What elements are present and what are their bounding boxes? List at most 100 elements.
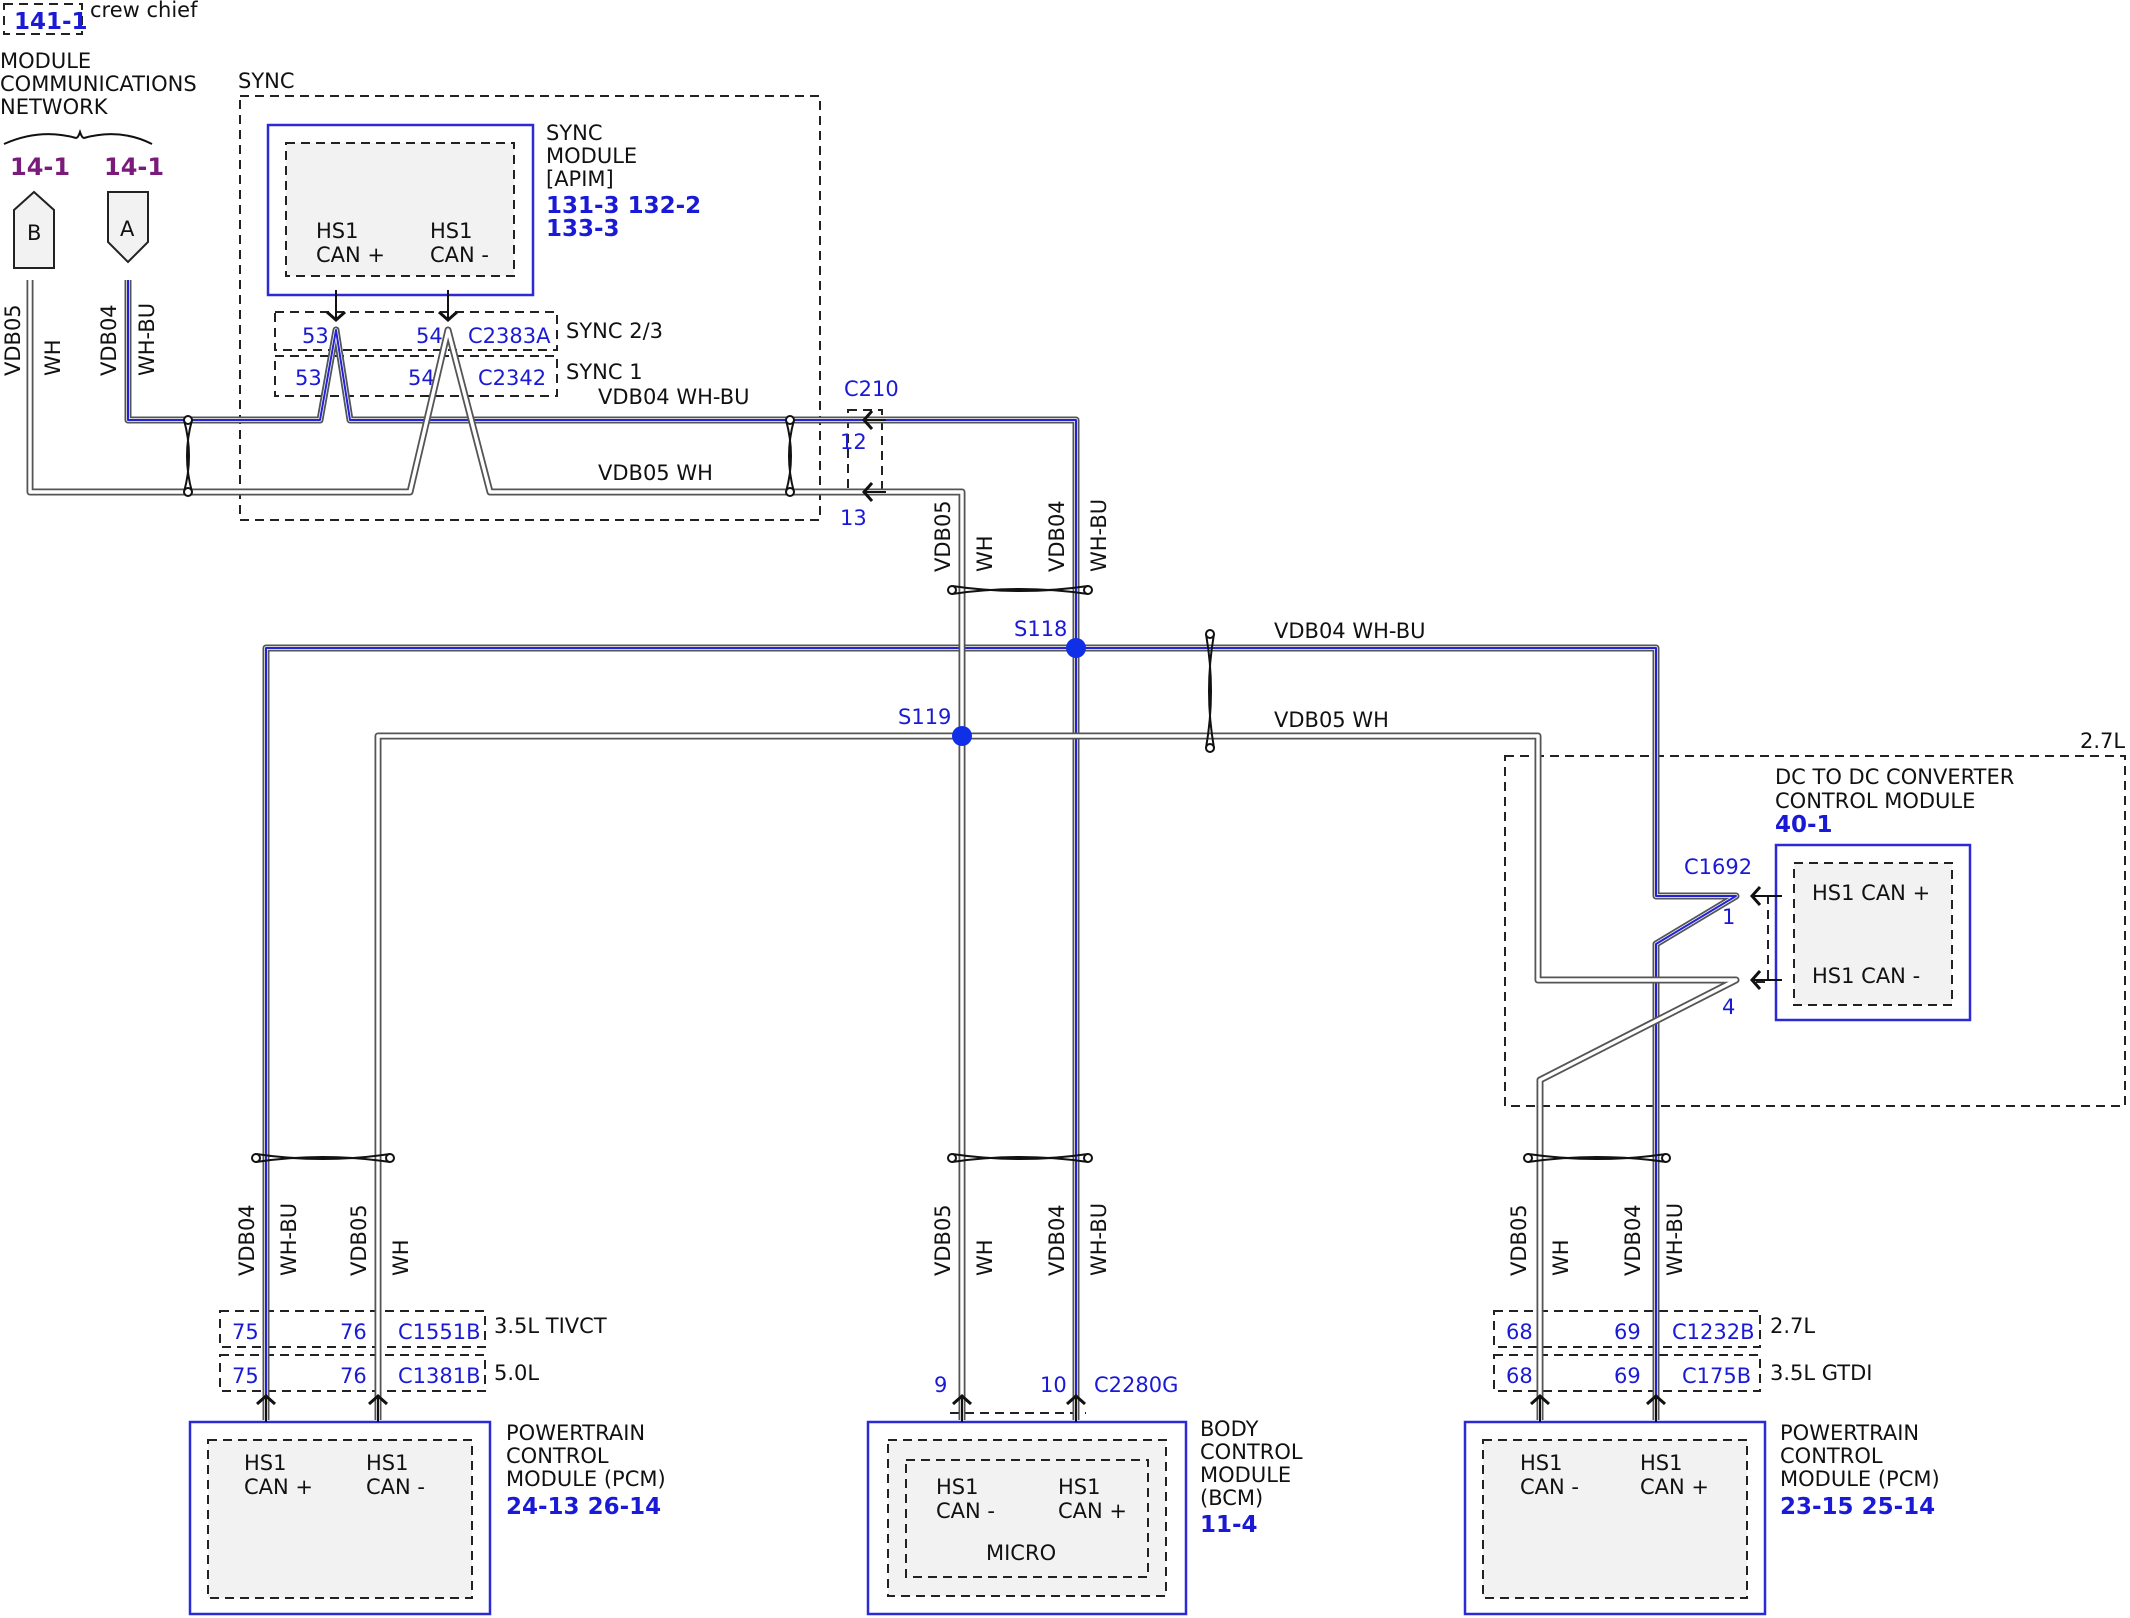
sync-module-title-3: [APIM] (546, 167, 614, 191)
pcm-right-pin2-can: CAN + (1640, 1475, 1709, 1499)
connector-c175b-id[interactable]: C175B (1682, 1364, 1751, 1388)
connector-c2383a-label: SYNC 2/3 (566, 319, 663, 343)
twist-end-a-1 (785, 415, 795, 425)
network-brace (3, 128, 153, 145)
twist-mark-5 (951, 1153, 1089, 1163)
vlabel-wh-mid: WH (973, 535, 997, 572)
connector-c2383a-pin1: 53 (302, 324, 329, 348)
page-ref-box (3, 3, 83, 35)
connector-c1692-pin1: 1 (1722, 905, 1735, 929)
pcm-right-title-2: CONTROL (1780, 1444, 1883, 1468)
sync-pin2-can: CAN - (430, 243, 489, 267)
twist-mark-3 (1205, 633, 1215, 749)
splice-s119-label[interactable]: S119 (898, 705, 951, 729)
vlabel-vdb05-mid: VDB05 (931, 500, 955, 572)
wire-vdb05-left-core (376, 734, 962, 1420)
bcm-pin2-hs1: HS1 (1058, 1475, 1100, 1499)
pcm-right-title-1: POWERTRAIN (1780, 1421, 1919, 1445)
connector-c1692-id[interactable]: C1692 (1684, 855, 1752, 879)
bcm-title-1: BODY (1200, 1417, 1259, 1441)
vlabel-whbu-bcm: WH-BU (1087, 1203, 1111, 1276)
sync-module-ref-2[interactable]: 133-3 (546, 216, 620, 242)
dcdc-title-2: CONTROL MODULE (1775, 789, 1975, 813)
wire-layer (26, 280, 1740, 1420)
connector-c2280g-id[interactable]: C2280G (1094, 1373, 1178, 1397)
twist-end-a-4 (251, 1153, 261, 1163)
twist-mark-4 (255, 1153, 391, 1163)
twist-end-b-3 (1205, 743, 1215, 753)
connector-c210-box (847, 409, 883, 491)
sync-module-title-2: MODULE (546, 144, 637, 168)
bcm-pin1-can: CAN - (936, 1499, 995, 1523)
vlabel-wh-left: WH (389, 1239, 413, 1276)
wire-vdb05-trunk (26, 280, 966, 1420)
connector-c1551b-pin2: 76 (340, 1320, 367, 1344)
network-ref-a[interactable]: 14-1 (104, 153, 164, 181)
connector-a-icon[interactable] (107, 191, 149, 264)
splice-s118-label[interactable]: S118 (1014, 617, 1067, 641)
connector-b-icon[interactable] (13, 190, 55, 269)
connector-c1692-box (1752, 895, 1769, 983)
sync-pin1-hs1: HS1 (316, 219, 358, 243)
connector-c2383a-id[interactable]: C2383A (468, 324, 551, 348)
dcdc-can-plus: HS1 CAN + (1812, 881, 1930, 905)
page-ref-code[interactable]: 141-1 (14, 9, 88, 35)
sync-group-box (239, 95, 821, 521)
connector-c210-id[interactable]: C210 (844, 377, 899, 401)
twist-end-a-3 (1205, 629, 1215, 639)
vlabel-whbu-mid: WH-BU (1087, 499, 1111, 572)
vlabel-vdb04-left: VDB04 (235, 1204, 259, 1276)
sync-pin1-can: CAN + (316, 243, 385, 267)
connector-c2280g-pin10: 10 (1040, 1373, 1067, 1397)
connector-c2342-pin1: 53 (295, 366, 322, 390)
connector-c2383a-pin2: 54 (416, 324, 443, 348)
connector-a-label: A (120, 217, 135, 241)
connector-c1232b-box (1493, 1310, 1761, 1348)
twist-end-a-2 (947, 585, 957, 595)
connector-c1381b-id[interactable]: C1381B (398, 1364, 481, 1388)
connector-c1232b-id[interactable]: C1232B (1672, 1320, 1755, 1344)
connector-c2342-id[interactable]: C2342 (478, 366, 546, 390)
connector-c210-pin13: 13 (840, 506, 867, 530)
twist-end-a-5 (947, 1153, 957, 1163)
connector-c175b-pin1: 68 (1506, 1364, 1533, 1388)
pcm-left-pin2-can: CAN - (366, 1475, 425, 1499)
network-title-2: COMMUNICATIONS (0, 72, 197, 96)
connector-c1381b-label: 5.0L (494, 1361, 539, 1385)
bcm-title-3: MODULE (1200, 1463, 1291, 1487)
connector-c1232b-pin2: 69 (1614, 1320, 1641, 1344)
bcm-micro-label: MICRO (986, 1541, 1056, 1565)
connector-c1381b-pin2: 76 (340, 1364, 367, 1388)
dcdc-engine-label: 2.7L (2080, 729, 2125, 753)
sync-module-inner (285, 142, 515, 277)
wire-label-vdb05-sync: VDB05 WH (598, 461, 713, 485)
vlabel-wh-bcm: WH (973, 1239, 997, 1276)
vlabel-wh-top: WH (41, 339, 65, 376)
wire-vdb05-trunk-core (28, 280, 964, 1420)
splice-s118-icon[interactable] (1066, 638, 1086, 658)
wire-label-vdb04-sync: VDB04 WH-BU (598, 385, 750, 409)
wire-vdb05-right-core (962, 734, 1738, 1420)
page-ref-note: crew chief (90, 0, 198, 22)
bcm-ref[interactable]: 11-4 (1200, 1512, 1258, 1538)
sync-pin2-hs1: HS1 (430, 219, 472, 243)
connector-c1232b-pin1: 68 (1506, 1320, 1533, 1344)
network-ref-b[interactable]: 14-1 (10, 153, 70, 181)
vlabel-vdb05-right: VDB05 (1507, 1204, 1531, 1276)
pcm-left-pin2-hs1: HS1 (366, 1451, 408, 1475)
connector-c1551b-id[interactable]: C1551B (398, 1320, 481, 1344)
connector-c1551b-label: 3.5L TIVCT (494, 1314, 607, 1338)
bcm-pin2-can: CAN + (1058, 1499, 1127, 1523)
twist-end-b-6 (1661, 1153, 1671, 1163)
splice-s119-icon[interactable] (952, 726, 972, 746)
bcm-module-inner (887, 1439, 1167, 1597)
dcdc-ref[interactable]: 40-1 (1775, 812, 1833, 838)
twist-mark-2 (951, 585, 1089, 595)
pcm-left-ref[interactable]: 24-13 26-14 (506, 1494, 661, 1520)
sync-module-ref-1[interactable]: 131-3 132-2 (546, 193, 701, 219)
connector-c1692-pin4: 4 (1722, 995, 1735, 1019)
twist-end-b-0 (183, 487, 193, 497)
connector-c175b-pin2: 69 (1614, 1364, 1641, 1388)
pcm-right-ref[interactable]: 23-15 25-14 (1780, 1494, 1935, 1520)
